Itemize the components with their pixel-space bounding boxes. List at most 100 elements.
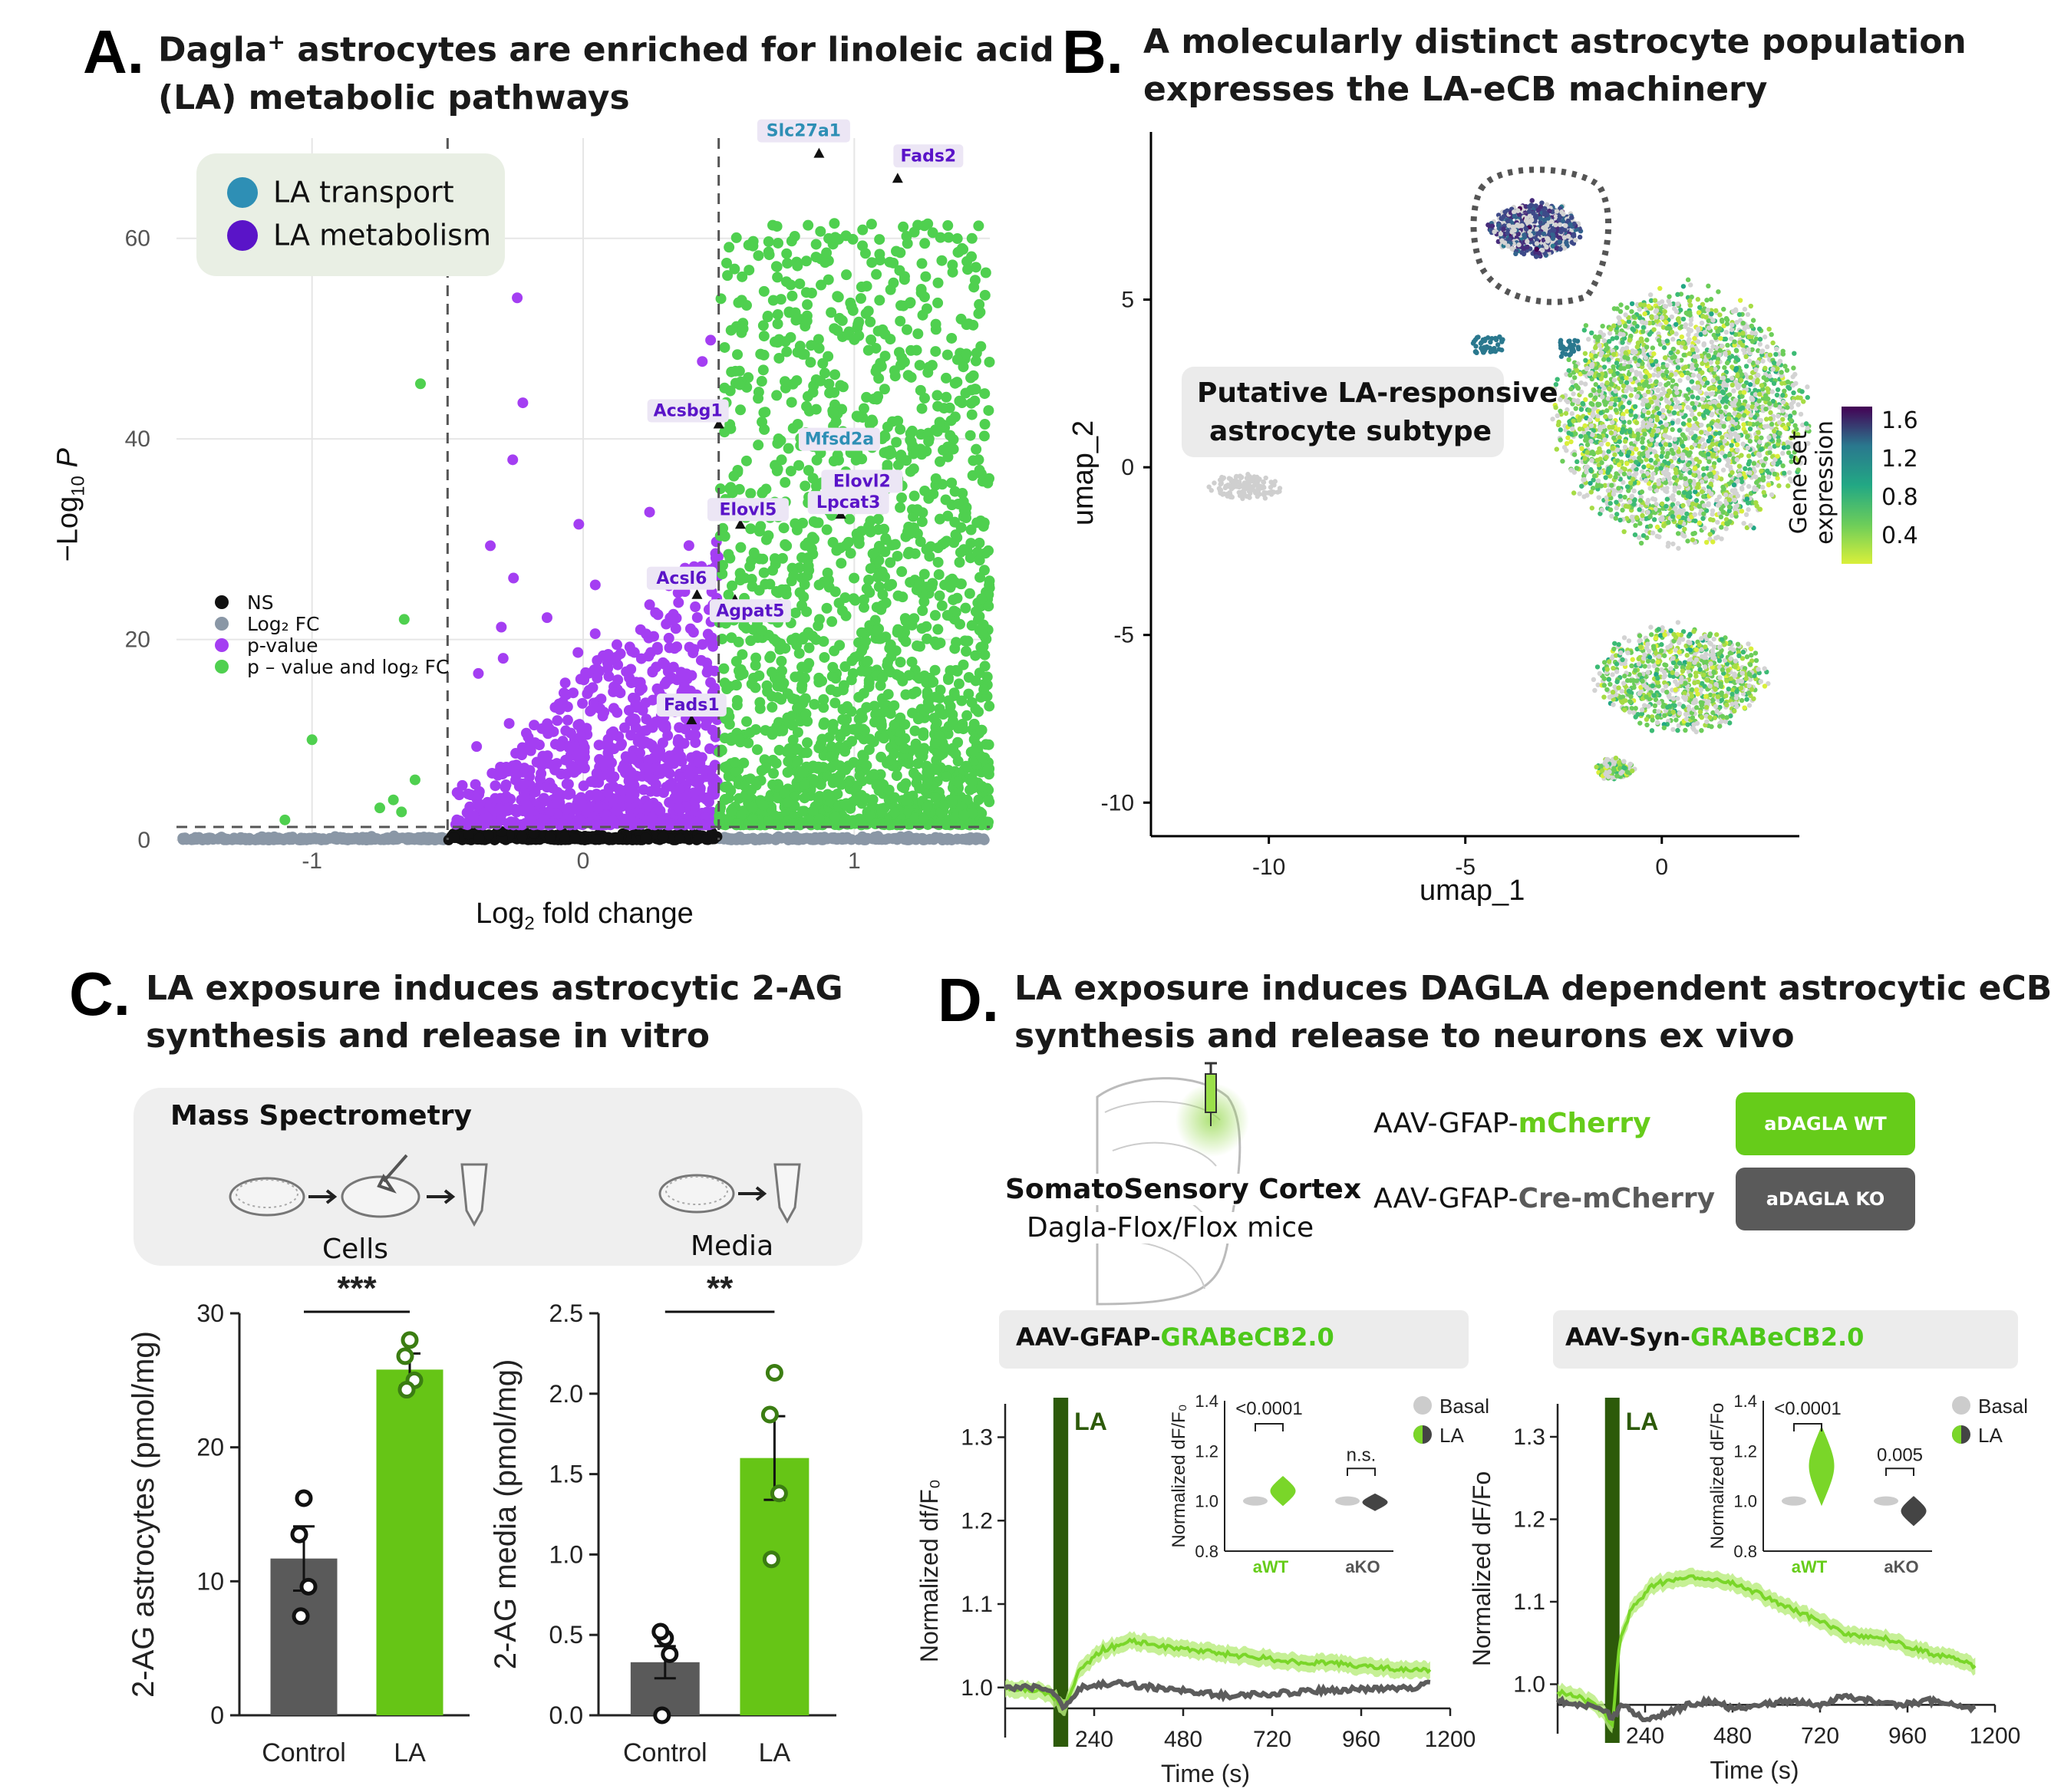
umap-cell [1651,409,1657,414]
umap-cell [1757,453,1762,458]
volcano-point [686,815,697,826]
umap-cell [1701,514,1707,520]
volcano-point [814,478,826,489]
volcano-point [747,832,759,844]
umap-cell [1724,394,1730,400]
volcano-point [714,833,725,845]
volcano-point [899,733,911,744]
volcano-point [270,833,282,845]
umap-cell [1639,427,1644,433]
panel-a-title-post: astrocytes are enriched for linoleic aci… [285,30,1054,70]
umap-cell [1681,393,1687,398]
volcano-point [846,655,858,667]
umap-cell [1710,437,1715,443]
volcano-point [592,816,603,828]
volcano-point [730,232,742,243]
volcano-point [877,803,889,815]
volcano-point [324,832,335,844]
volcano-point [529,818,540,829]
volcano-point [928,713,940,724]
volcano-point [844,775,856,786]
volcano-point [977,476,988,487]
volcano-point [941,391,952,403]
volcano-point [577,819,589,831]
volcano-point [679,681,691,693]
volcano-point [684,770,695,782]
umap-cell [1657,462,1663,468]
umap-cell [1773,472,1779,477]
umap-cell [1711,384,1716,390]
umap-cell [1575,344,1581,350]
volcano-point [780,584,792,595]
volcano-point [472,834,483,845]
umap-cell [1570,426,1575,432]
umap-cell [1649,329,1654,334]
volcano-point [790,307,801,318]
volcano-point [982,756,994,768]
volcano-point [840,466,852,478]
volcano-point [984,582,995,594]
volcano-point [678,817,690,828]
volcano-point [553,698,565,710]
volcano-point [629,796,641,808]
volcano-point [554,703,566,715]
volcano-point [802,555,813,566]
volcano-point [530,834,542,845]
volcano-point [856,665,867,677]
umap-cell [1753,336,1759,341]
umap-cell [1607,427,1613,433]
volcano-point [970,749,981,761]
volcano-point [974,572,986,583]
umap-cell [1637,450,1642,456]
volcano-point [891,669,902,680]
volcano-point [490,833,501,845]
volcano-point [615,648,626,660]
volcano-point [577,799,589,810]
volcano-point [825,797,836,809]
volcano-point [861,391,872,403]
umap-cell [1634,479,1639,485]
umap-cell [1737,378,1743,384]
volcano-point [759,423,770,435]
volcano-point [935,832,946,844]
volcano-point [476,834,487,845]
volcano-point [815,779,826,790]
umap-cell [1631,456,1637,461]
umap-cell [1635,340,1641,346]
umap-cell [1567,367,1573,374]
volcano-point [790,518,801,529]
volcano-point [648,797,659,809]
volcano-point [767,729,778,740]
umap-cell [1749,405,1755,411]
volcano-point [357,834,368,845]
volcano-point [917,796,928,807]
volcano-point [706,814,717,825]
volcano-point [951,637,962,648]
umap-cell [1675,501,1680,506]
volcano-point [640,832,651,844]
volcano-point [974,464,985,476]
umap-cell [1615,502,1621,508]
volcano-point [722,760,734,772]
umap-cell [1743,387,1749,393]
volcano-point [358,833,369,845]
volcano-point [833,598,845,609]
umap-cell [1645,372,1651,377]
volcano-point [730,377,741,389]
volcano-point [263,834,275,845]
volcano-point [976,785,988,796]
volcano-point [533,831,544,842]
volcano-point [621,819,632,830]
volcano-point [915,833,927,845]
umap-cell [1754,403,1760,409]
volcano-point [695,813,707,825]
volcano-point [818,702,829,713]
volcano-point [972,546,984,558]
volcano-point [681,674,693,685]
volcano-point [579,830,591,842]
volcano-point [737,833,748,845]
umap-cell [1592,458,1598,464]
volcano-point [791,834,803,845]
umap-cell [1660,479,1667,485]
volcano-point [585,815,596,827]
